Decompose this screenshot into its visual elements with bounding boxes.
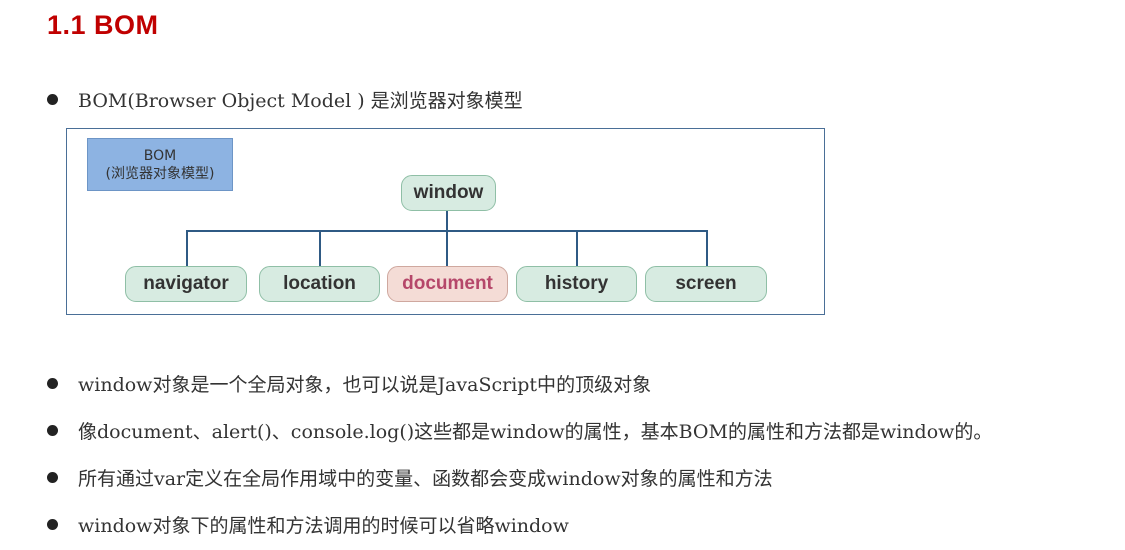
root-connector-line	[446, 211, 448, 231]
branch-line-history	[576, 230, 578, 266]
node-location: location	[259, 266, 380, 302]
diagram-label-title: BOM	[143, 147, 177, 164]
node-window: window	[401, 175, 496, 211]
diagram-label-box: BOM (浏览器对象模型)	[87, 138, 233, 191]
bullet-dot-icon	[47, 519, 58, 530]
bullet-item: window对象是一个全局对象，也可以说是JavaScript中的顶级对象	[47, 370, 651, 397]
bullet-dot-icon	[47, 425, 58, 436]
bullet-text: window对象下的属性和方法调用的时候可以省略window	[78, 515, 569, 537]
bullet-item: window对象下的属性和方法调用的时候可以省略window	[47, 511, 569, 538]
section-heading: 1.1 BOM	[47, 10, 159, 40]
node-navigator: navigator	[125, 266, 247, 302]
bullet-dot-icon	[47, 472, 58, 483]
bullet-dot-icon	[47, 378, 58, 389]
bullet-item: BOM(Browser Object Model ) 是浏览器对象模型	[47, 86, 523, 113]
bullet-dot-icon	[47, 94, 58, 105]
bullet-text: BOM(Browser Object Model ) 是浏览器对象模型	[78, 90, 523, 112]
bullet-text: window对象是一个全局对象，也可以说是JavaScript中的顶级对象	[78, 374, 652, 396]
bom-diagram: BOM (浏览器对象模型) window navigator location …	[66, 128, 825, 315]
bullet-item: 所有通过var定义在全局作用域中的变量、函数都会变成window对象的属性和方法	[47, 464, 773, 491]
bullet-item: 像document、alert()、console.log()这些都是windo…	[47, 417, 992, 444]
diagram-label-subtitle: (浏览器对象模型)	[105, 165, 215, 182]
bullet-text: 像document、alert()、console.log()这些都是windo…	[78, 421, 993, 443]
branch-line-document	[446, 230, 448, 266]
branch-line-screen	[706, 230, 708, 266]
node-history: history	[516, 266, 637, 302]
bullet-text: 所有通过var定义在全局作用域中的变量、函数都会变成window对象的属性和方法	[78, 468, 773, 490]
node-screen: screen	[645, 266, 767, 302]
branch-line-navigator	[186, 230, 188, 266]
node-document: document	[387, 266, 508, 302]
branch-line-location	[319, 230, 321, 266]
